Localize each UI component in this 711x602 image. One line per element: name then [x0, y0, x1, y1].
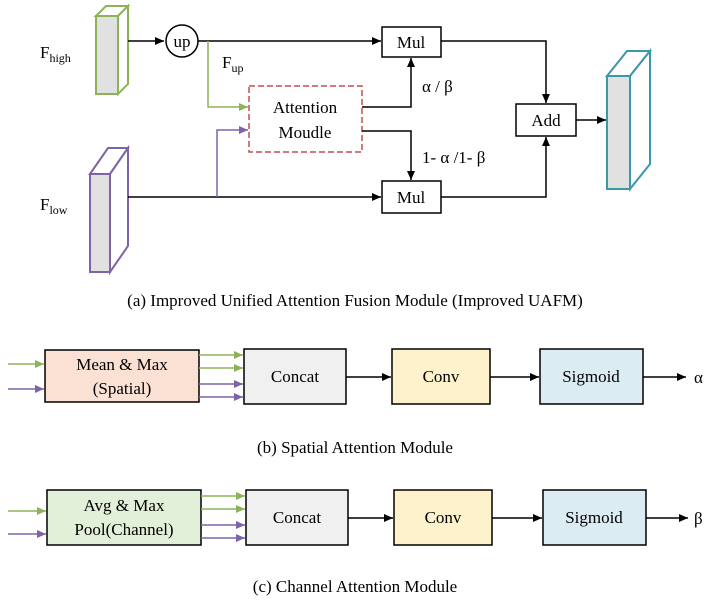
- sigmoid-box-b: [539, 348, 644, 405]
- arrow-mul-bottom-to-add: [441, 137, 550, 198]
- concat-box-c: [245, 489, 349, 546]
- sigmoid-label-c: Sigmoid: [565, 508, 623, 527]
- mean-max-line2: (Spatial): [93, 379, 152, 398]
- f-high-label: Fhigh: [40, 43, 71, 65]
- arrow-fup-to-attention: [207, 41, 248, 111]
- add-label: Add: [531, 111, 561, 130]
- spatial-split-arrows: [199, 351, 243, 401]
- caption-c: (c) Channel Attention Module: [253, 577, 457, 596]
- upsample-label: up: [174, 32, 191, 51]
- add-box: [515, 103, 577, 137]
- concat-box-b: [243, 348, 347, 405]
- beta-output-label: β: [694, 509, 703, 528]
- arrow-attention-to-mul-top: [362, 58, 415, 108]
- concat-label-b: Concat: [271, 367, 319, 386]
- arrow-attention-to-mul-bottom: [362, 130, 415, 180]
- avg-max-line1: Avg & Max: [84, 496, 165, 515]
- one-minus-label: 1- α /1- β: [422, 148, 485, 167]
- spatial-input-arrows: [8, 360, 44, 393]
- attention-module-label-line2: Moudle: [279, 123, 332, 142]
- attention-module-box: [248, 85, 363, 153]
- avg-max-line2: Pool(Channel): [74, 520, 173, 539]
- conv-label-c: Conv: [425, 508, 462, 527]
- f-low-feature-map: [88, 144, 130, 276]
- avg-max-channel-box: [46, 489, 202, 546]
- channel-input-arrows: [8, 507, 46, 538]
- output-feature-map: [604, 48, 653, 192]
- alpha-output-label: α: [694, 368, 703, 387]
- f-high-feature-map: [93, 3, 131, 97]
- alpha-beta-label: α / β: [422, 77, 453, 96]
- mul-bottom-label: Mul: [397, 188, 426, 207]
- f-low-label: Flow: [40, 195, 68, 217]
- mul-bottom-box: [381, 180, 442, 214]
- caption-a: (a) Improved Unified Attention Fusion Mo…: [127, 291, 583, 310]
- arrow-mul-top-to-add: [441, 40, 550, 103]
- arrow-flow-to-attention: [216, 126, 248, 197]
- f-up-label: Fup: [222, 53, 243, 75]
- mul-top-box: [381, 26, 442, 58]
- mean-max-line1: Mean & Max: [76, 355, 168, 374]
- mean-max-spatial-box: [44, 349, 200, 403]
- concat-label-c: Concat: [273, 508, 321, 527]
- sigmoid-box-c: [542, 489, 647, 546]
- attention-module-label-line1: Attention: [273, 98, 338, 117]
- sigmoid-label-b: Sigmoid: [562, 367, 620, 386]
- conv-box-c: [393, 489, 493, 546]
- caption-b: (b) Spatial Attention Module: [257, 438, 453, 457]
- conv-label-b: Conv: [423, 367, 460, 386]
- mul-top-label: Mul: [397, 33, 426, 52]
- channel-split-arrows: [201, 492, 245, 542]
